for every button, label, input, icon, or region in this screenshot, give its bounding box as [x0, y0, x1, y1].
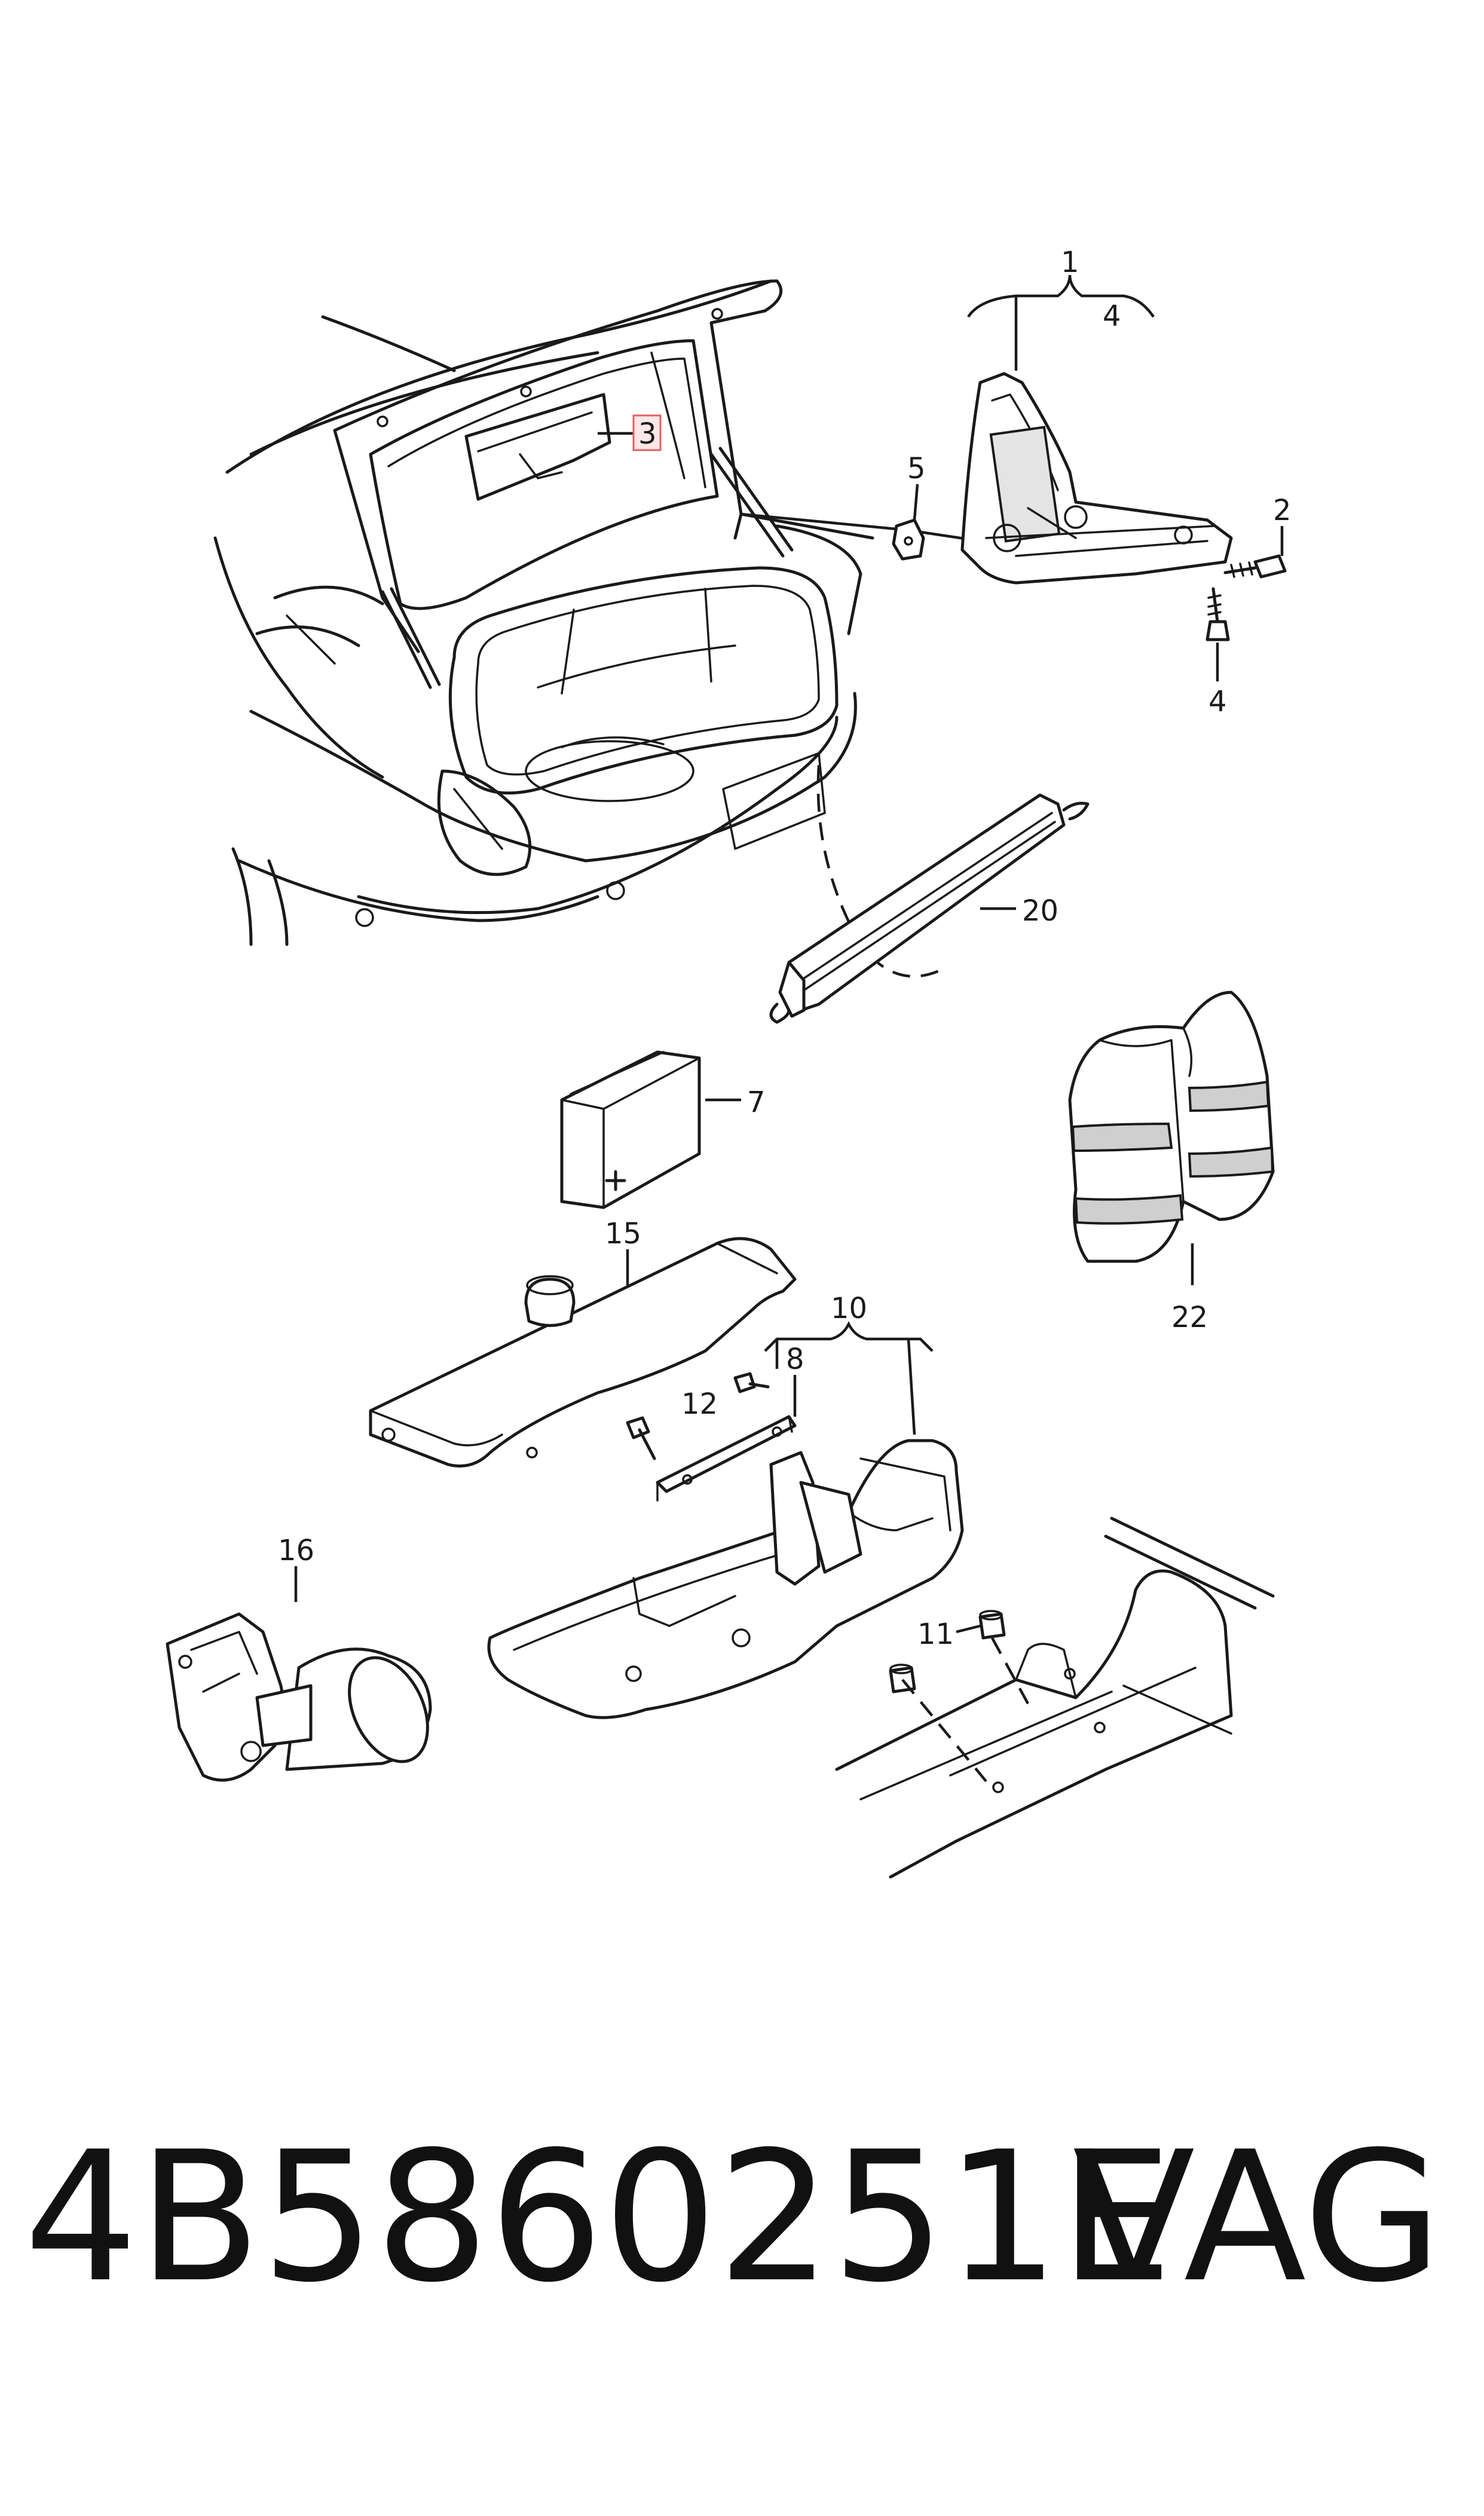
callout-12: 12 [681, 1387, 718, 1421]
callout-3: 3 [638, 417, 657, 451]
callout-4-upper: 4 [1103, 299, 1121, 333]
part-number: 4B5860251E [24, 2113, 1173, 2322]
callout-7: 7 [747, 1086, 766, 1119]
callout-2: 2 [1273, 494, 1292, 527]
part-12-bolts [626, 1372, 770, 1460]
callout-8: 8 [786, 1343, 804, 1376]
callout-10: 10 [831, 1292, 867, 1325]
part-4-screw [1205, 587, 1230, 641]
part-1-hinge [960, 372, 1233, 585]
part-2-screw [1223, 554, 1287, 579]
callout-20: 20 [1022, 894, 1058, 928]
part-5-clip [892, 518, 925, 561]
part-7-first-aid-kit [560, 1050, 701, 1209]
callout-3-highlight [632, 414, 662, 451]
part-20-cover-bar [769, 793, 1090, 1024]
part-15-tray-cover [369, 1237, 797, 1468]
callout-1: 1 [1061, 246, 1079, 279]
trunk-floor-reference [835, 1517, 1275, 1879]
callout-5: 5 [907, 452, 926, 485]
callout-11: 11 [917, 1618, 954, 1651]
car-trunk-illustration [213, 279, 981, 978]
callout-22: 22 [1171, 1301, 1208, 1334]
callout-15: 15 [605, 1217, 641, 1251]
callout-4-lower: 4 [1208, 685, 1227, 719]
callout-labels: 1 4 3 5 2 4 20 7 15 22 10 8 12 16 11 [278, 246, 1292, 1651]
part-8-bracket [656, 1415, 797, 1502]
brand-name: VAG [1072, 2113, 1442, 2322]
part-22-warning-vest [1068, 990, 1275, 1263]
part-10-tool-tray [487, 1439, 964, 1719]
part-16-jack [166, 1612, 432, 1782]
leader-lines [294, 274, 1284, 1634]
callout-16: 16 [278, 1534, 314, 1567]
